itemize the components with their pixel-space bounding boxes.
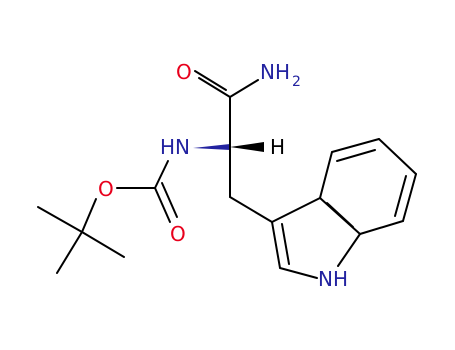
wedge-bond-nh: [193, 144, 230, 150]
alpha-carbon: [193, 96, 264, 198]
indole-nh-label: NH: [318, 267, 348, 291]
bond-c5-c6: [378, 138, 417, 175]
bond-c3a-c4: [319, 151, 333, 199]
bond-carbonyl-c-nh: [154, 160, 169, 189]
bond-tbu-o: [81, 198, 97, 233]
bond-amide-c-o-b: [194, 70, 227, 91]
bond-n1-c7a: [337, 233, 361, 267]
bond-carbonyl-c-o-a: [154, 187, 171, 223]
bond-c7-c7a: [359, 220, 404, 235]
bond-c6-c7-a: [402, 173, 417, 222]
bond-c3-c2-b: [281, 223, 290, 265]
bond-c3-c2-a: [271, 221, 281, 269]
bond-carbonyl-c-o-b: [161, 182, 178, 218]
carbonyl-oxygen-label: O: [170, 222, 186, 246]
carbamate-nh-label: HN: [160, 135, 190, 159]
stereo-hydrogen-label: H: [270, 135, 285, 159]
bond-c3-c3a: [271, 197, 321, 223]
bond-c3a-c7a-inner: [326, 202, 354, 228]
tert-butyl-group: [37, 198, 125, 274]
bond-tbu-c3: [81, 231, 125, 258]
amide-oxygen-label: O: [176, 60, 192, 84]
bond-amide-c-n: [229, 79, 259, 98]
bond-tbu-c2: [56, 231, 83, 274]
bond-tbu-c1: [37, 206, 83, 233]
bond-c6-c7-b: [394, 175, 407, 217]
bond-c4-c5-b: [336, 149, 376, 162]
bond-c4-c5-a: [331, 138, 380, 153]
bond-amide-c-o-a: [198, 77, 231, 98]
amide-nitrogen-label: NH: [260, 60, 290, 84]
amide-nitrogen-subscript: 2: [292, 74, 301, 90]
amide-group: [194, 70, 259, 98]
indole-ring: [271, 138, 417, 279]
wedge-bond-h: [230, 142, 264, 152]
bond-c2-n1: [279, 267, 318, 279]
bond-ch2-indole: [229, 196, 273, 223]
ester-oxygen-label: O: [98, 177, 114, 201]
carbamate-group: [116, 160, 178, 223]
